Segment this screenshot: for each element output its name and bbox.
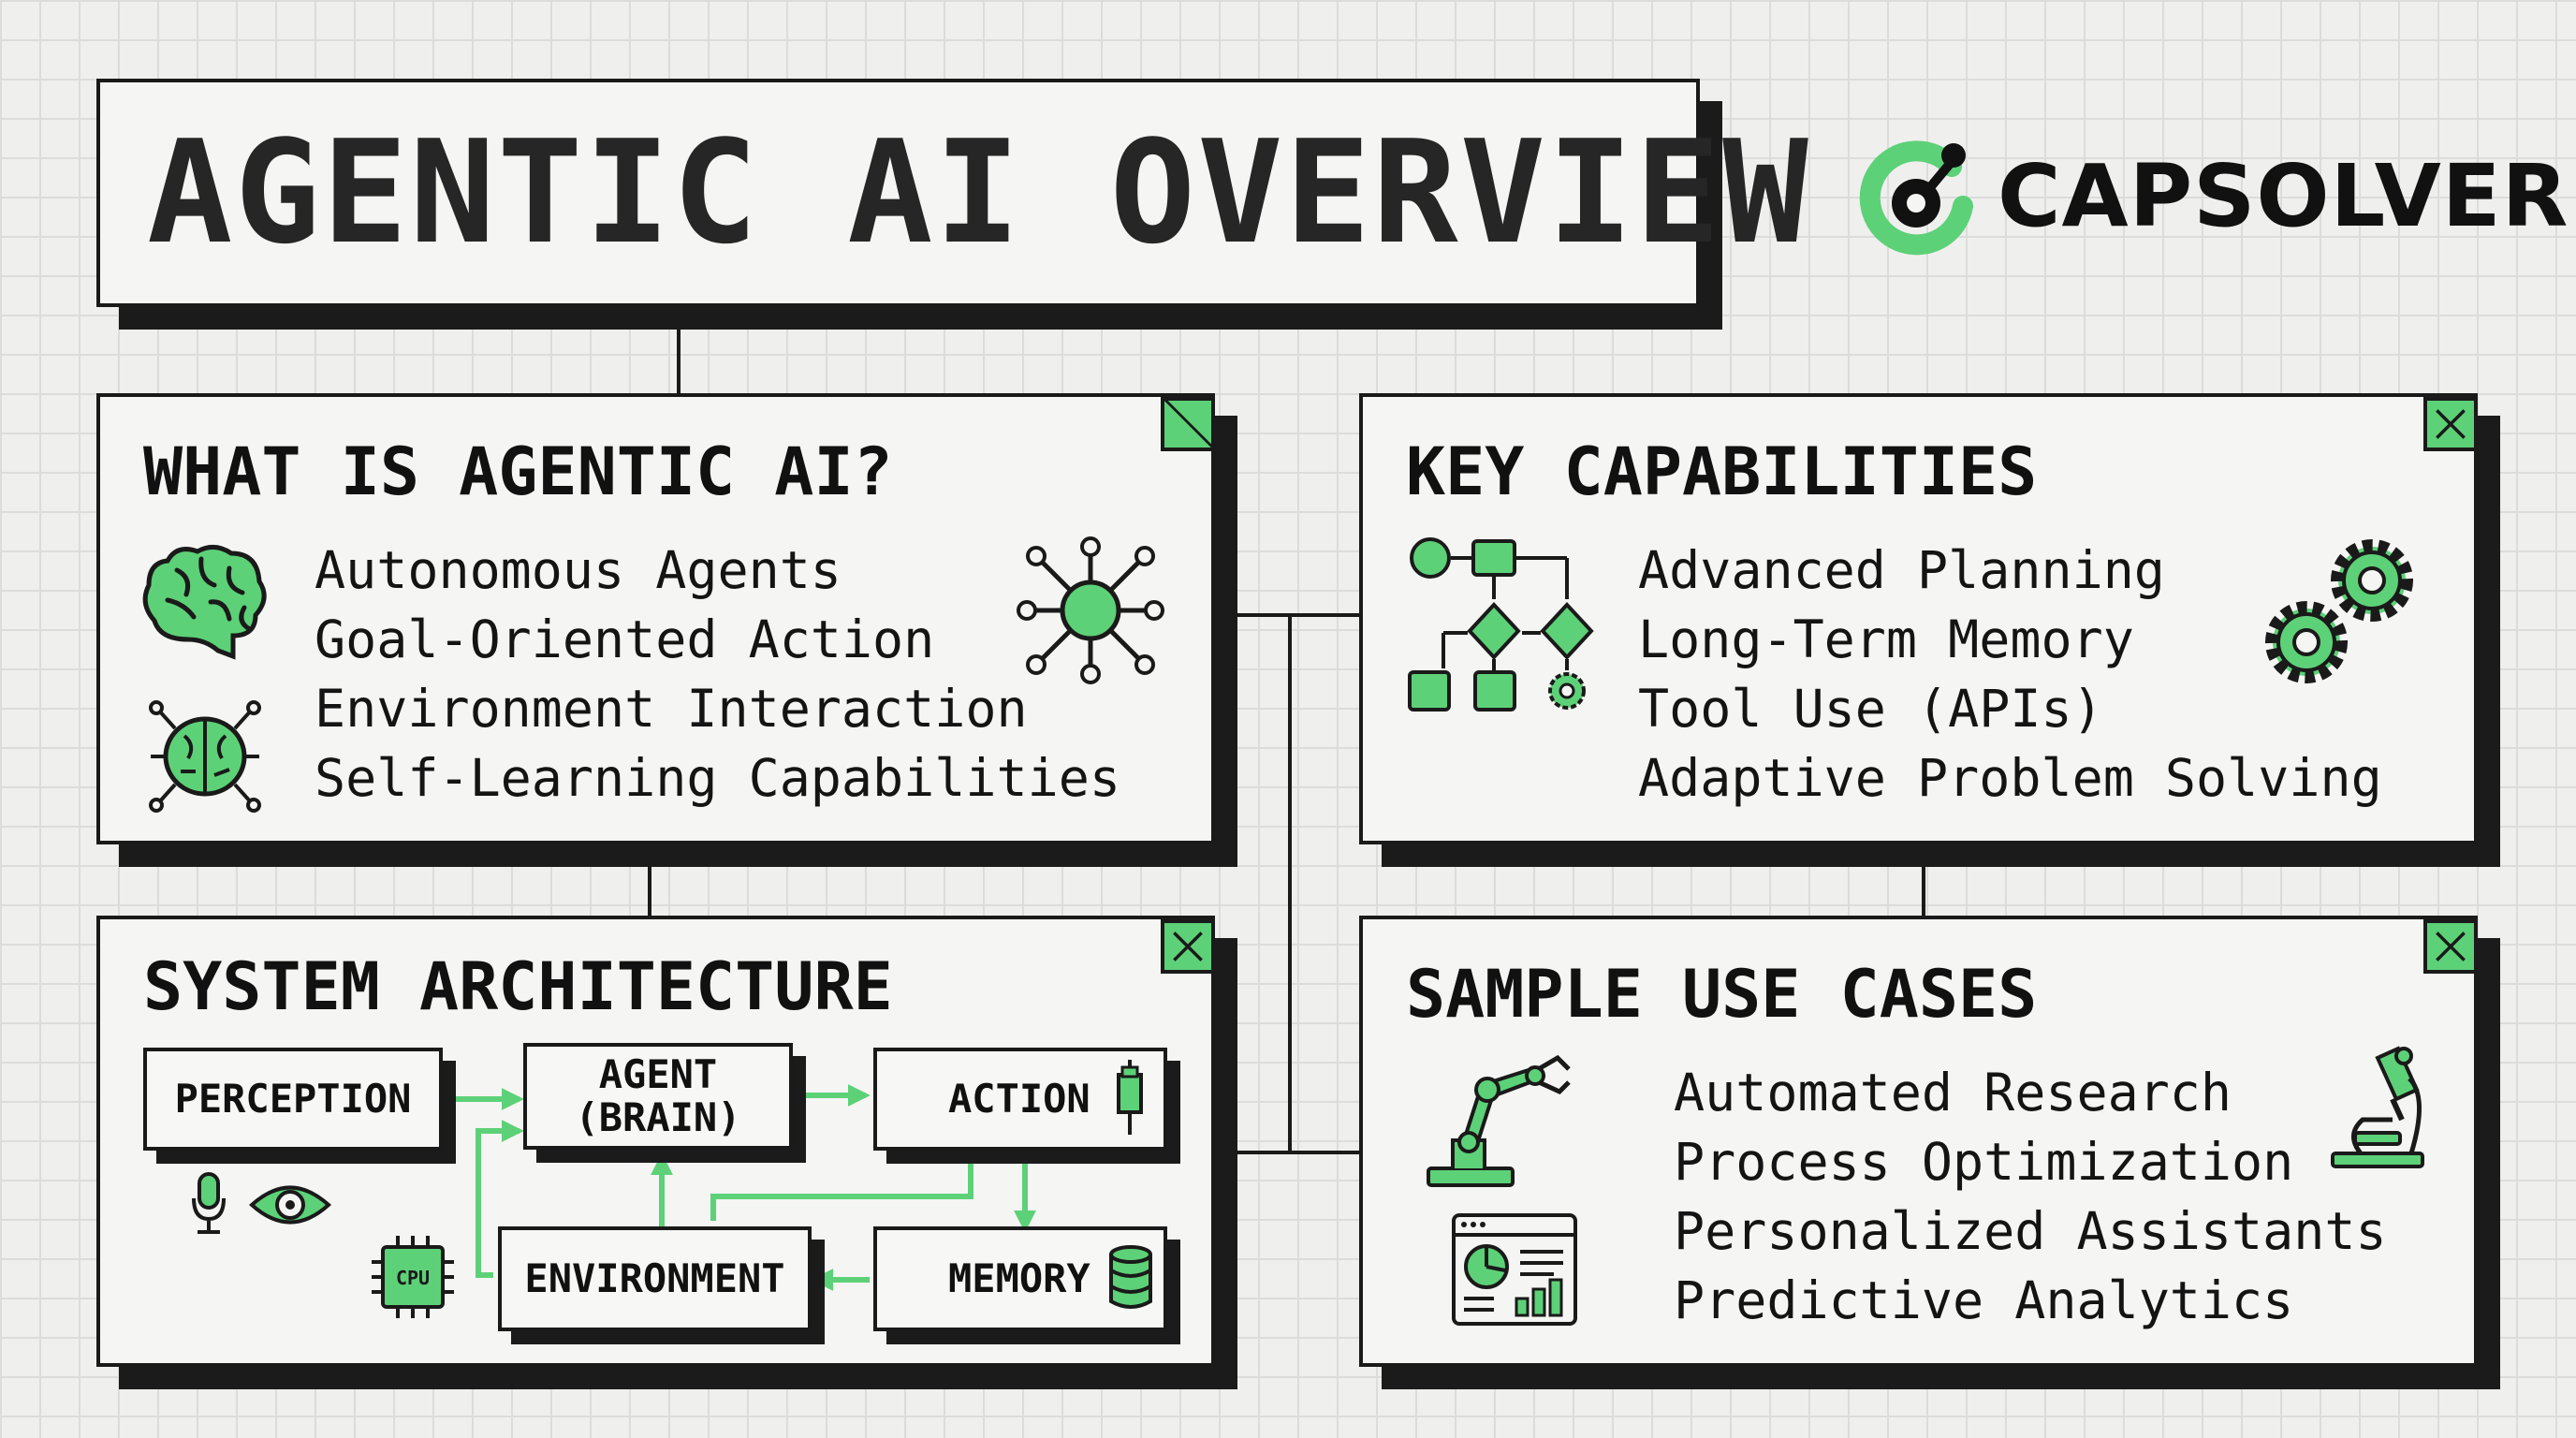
microscope-icon xyxy=(2331,1046,2424,1168)
list-item: Automated Research xyxy=(1674,1063,2232,1123)
node-perception: PERCEPTION xyxy=(143,1048,443,1151)
connector-bottom-horizontal xyxy=(1234,1151,1361,1154)
node-label: PERCEPTION xyxy=(174,1076,412,1122)
panel-architecture: SYSTEM ARCHITECTURE PERCEPTION AGENT (BR… xyxy=(96,916,1215,1367)
brain-icon xyxy=(142,545,267,660)
corner-fold-icon xyxy=(1161,397,1215,451)
microphone-icon xyxy=(192,1172,226,1234)
gears-icon xyxy=(2265,539,2413,683)
panel-what-is: WHAT IS AGENTIC AI? Autonomous Agents Go… xyxy=(96,393,1215,844)
flowchart-icon xyxy=(1408,537,1594,712)
panel-use-cases: SAMPLE USE CASES Automated Research Proc… xyxy=(1359,916,2478,1367)
list-item: Autonomous Agents xyxy=(315,540,842,600)
brand-name: CAPSOLVER xyxy=(1998,146,2569,246)
title-box: AGENTIC AI OVERVIEW xyxy=(96,79,1808,307)
list-item: Environment Interaction xyxy=(315,679,1028,739)
panel-capabilities: KEY CAPABILITIES Advanced Planning Long-… xyxy=(1359,393,2478,844)
node-label: MEMORY xyxy=(948,1255,1090,1301)
circuit-brain-icon xyxy=(149,700,261,813)
connector-left-stack xyxy=(648,839,651,917)
list-item: Goal-Oriented Action xyxy=(315,609,935,669)
panel-title: WHAT IS AGENTIC AI? xyxy=(143,433,893,510)
architecture-arrows xyxy=(454,1084,1036,1291)
close-icon xyxy=(2423,397,2478,451)
cpu-label: CPU xyxy=(396,1267,430,1289)
page-title: AGENTIC AI OVERVIEW xyxy=(147,110,1810,275)
panel-title: KEY CAPABILITIES xyxy=(1406,433,2038,510)
close-icon xyxy=(1161,919,1215,974)
actuator-icon xyxy=(1117,1060,1143,1135)
list-item: Tool Use (APIs) xyxy=(1638,679,2103,739)
eye-icon xyxy=(249,1185,331,1225)
panel-title: SAMPLE USE CASES xyxy=(1406,956,2038,1033)
panel-title: SYSTEM ARCHITECTURE xyxy=(143,948,893,1025)
list-item: Process Optimization xyxy=(1674,1132,2294,1192)
capsolver-logo-icon xyxy=(1859,140,1973,256)
list-item: Predictive Analytics xyxy=(1674,1270,2294,1330)
list-item: Adaptive Problem Solving xyxy=(1638,748,2382,808)
connector-title-panel xyxy=(677,309,681,395)
node-label: AGENT (BRAIN) xyxy=(575,1051,741,1140)
list-item: Self-Learning Capabilities xyxy=(315,748,1120,808)
list-item: Personalized Assistants xyxy=(1674,1201,2387,1261)
connector-mid-vertical xyxy=(1288,615,1292,1152)
connector-right-stack xyxy=(1922,839,1925,917)
list-item: Long-Term Memory xyxy=(1638,609,2134,669)
node-environment: ENVIRONMENT xyxy=(498,1226,812,1331)
cpu-icon: CPU xyxy=(372,1236,454,1318)
robot-arm-icon xyxy=(1427,1054,1571,1187)
connector-top-horizontal xyxy=(1234,613,1361,617)
dashboard-icon xyxy=(1452,1213,1577,1326)
list-item: Advanced Planning xyxy=(1638,540,2165,600)
node-agent: AGENT (BRAIN) xyxy=(523,1043,793,1150)
database-icon xyxy=(1109,1245,1152,1309)
node-label: ACTION xyxy=(948,1076,1090,1122)
node-label: ENVIRONMENT xyxy=(524,1255,785,1301)
close-icon xyxy=(2423,919,2478,974)
network-hub-icon xyxy=(1017,536,1164,684)
